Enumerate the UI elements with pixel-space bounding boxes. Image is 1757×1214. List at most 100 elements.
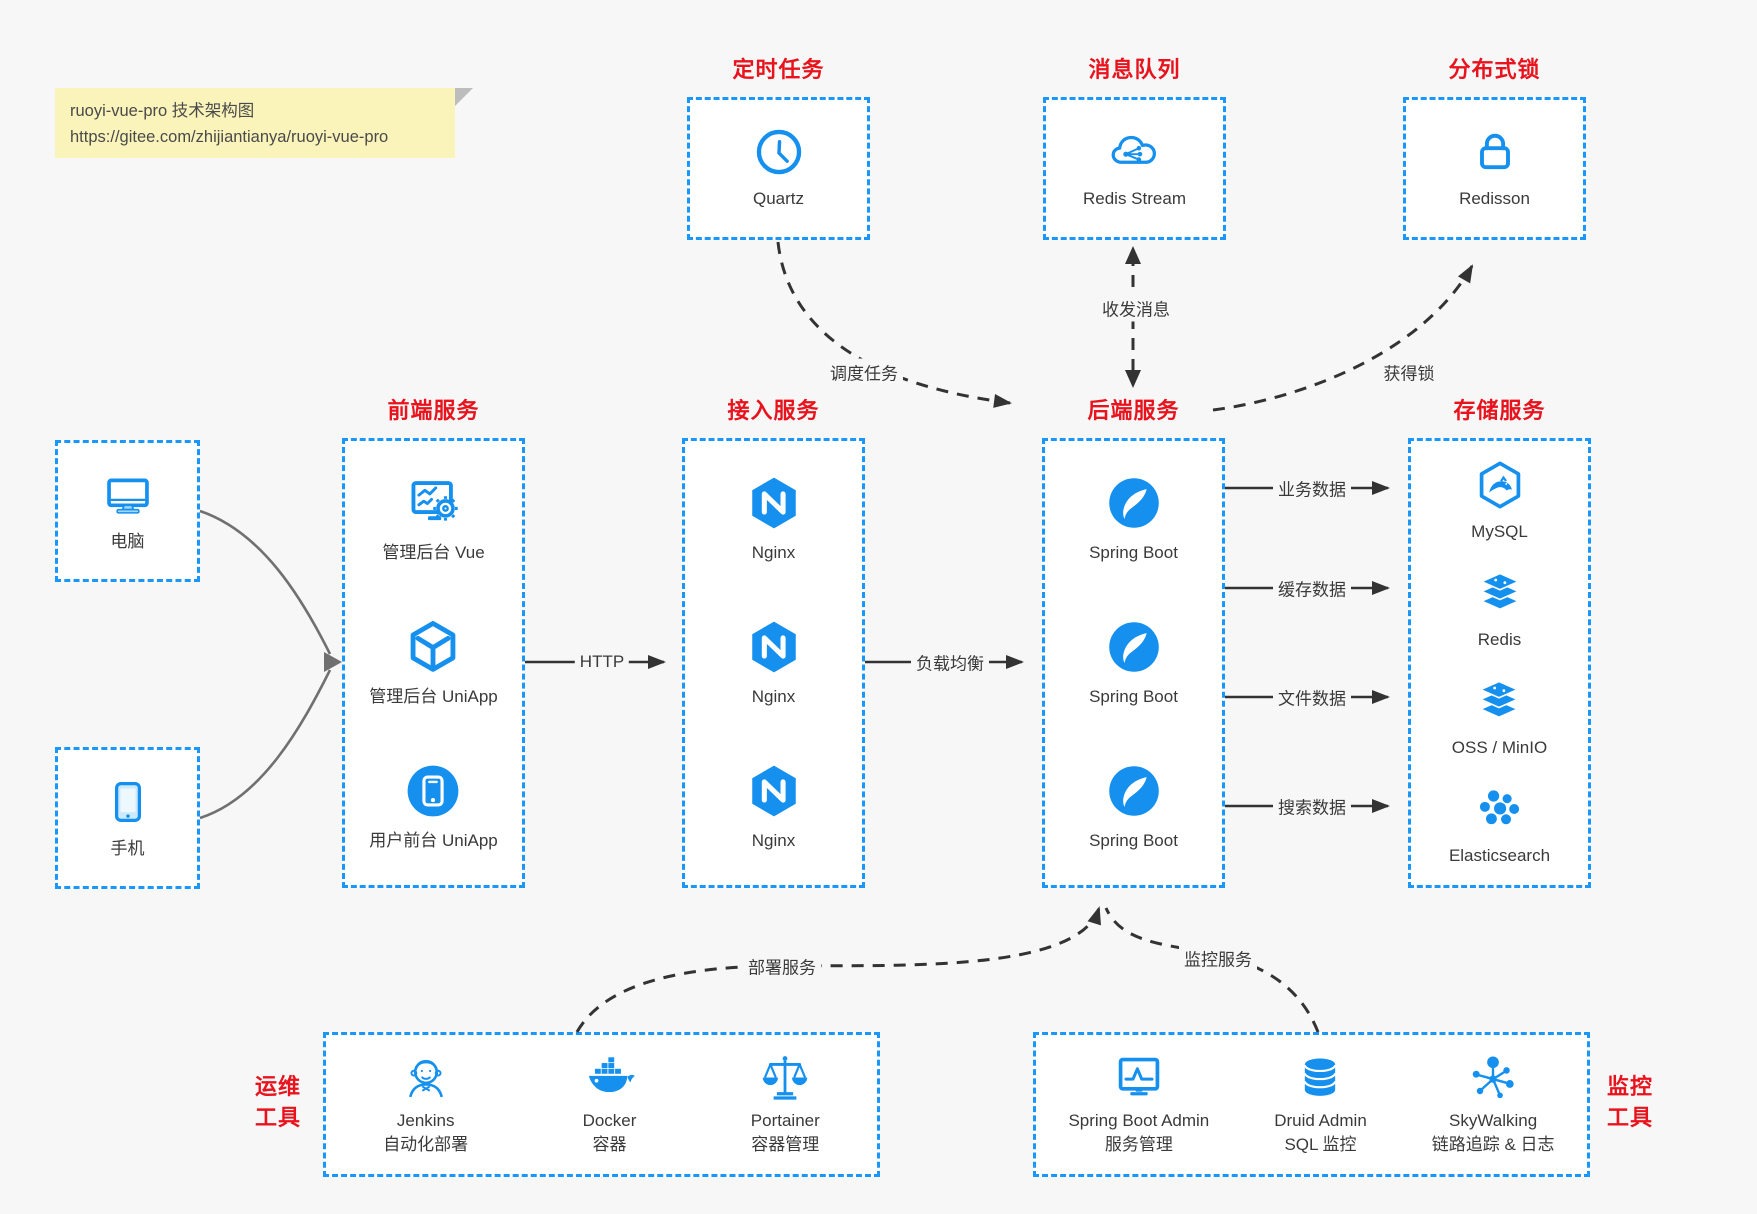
node-skywalking: SkyWalking 链路追踪 & 日志 <box>1432 1052 1555 1157</box>
node-admin-vue: 管理后台 Vue <box>382 474 485 565</box>
msg-arrowhead-down <box>1125 370 1141 388</box>
node-label: Elasticsearch <box>1448 845 1551 865</box>
node-label: Jenkins 自动化部署 <box>383 1109 468 1157</box>
redis-stack-icon <box>1474 567 1526 619</box>
node-label: 管理后台 Vue <box>382 542 485 562</box>
note-fold-icon <box>455 88 473 106</box>
node-label: 用户前台 UniApp <box>369 830 498 850</box>
scheduled-tasks-box: Quartz <box>687 97 870 240</box>
spring-boot-icon <box>1105 618 1163 676</box>
note-url: https://gitee.com/zhijiantianya/ruoyi-vu… <box>70 127 389 146</box>
distributed-lock-box: Redisson <box>1403 97 1586 240</box>
node-label: Quartz <box>752 189 805 209</box>
uniapp-cube-icon <box>404 618 462 676</box>
node-label: 手机 <box>110 838 145 858</box>
node-label-sub: SQL 监控 <box>1284 1135 1357 1154</box>
storage-services-title: 存储服务 <box>1453 398 1546 423</box>
node-admin-uniapp: 管理后台 UniApp <box>369 618 498 709</box>
scheduled-tasks-title: 定时任务 <box>732 57 825 82</box>
edge-label-deploy-service: 部署服务 <box>743 952 821 980</box>
edge-label-monitor-service: 监控服务 <box>1179 944 1257 972</box>
node-user-uniapp: 用户前台 UniApp <box>369 762 498 853</box>
ops-tools-title-line2: 工具 <box>254 1104 301 1130</box>
clock-icon <box>753 126 805 178</box>
node-label-main: Spring Boot Admin <box>1068 1111 1210 1131</box>
ops-tools-box: Jenkins 自动化部署 Docker 容器 Portainer 容器管理 <box>323 1032 880 1177</box>
spring-boot-icon <box>1105 762 1163 820</box>
edge-label-http: HTTP <box>574 651 630 673</box>
docker-icon <box>583 1052 636 1104</box>
user-app-icon <box>404 762 462 820</box>
node-nginx-2: Nginx <box>745 618 803 709</box>
node-mobile: 手机 <box>102 776 154 861</box>
ops-tools-title: 运维 工具 <box>248 1072 308 1134</box>
portainer-icon <box>759 1052 811 1104</box>
frontend-services-box: 管理后台 Vue 管理后台 UniApp 用户前台 UniApp <box>342 438 525 888</box>
node-oss-minio: OSS / MinIO <box>1452 675 1547 760</box>
node-spring-boot-1: Spring Boot <box>1089 474 1178 565</box>
node-label-main: Portainer <box>750 1111 820 1131</box>
node-label-main: SkyWalking <box>1449 1111 1538 1131</box>
node-nginx-1: Nginx <box>745 474 803 565</box>
node-label-sub: 链路追踪 & 日志 <box>1431 1135 1555 1154</box>
node-quartz: Quartz <box>753 126 805 211</box>
nginx-icon <box>745 474 803 532</box>
nginx-icon <box>745 762 803 820</box>
spring-boot-icon <box>1105 474 1163 532</box>
node-label: OSS / MinIO <box>1451 737 1548 757</box>
node-label: Spring Boot <box>1089 542 1178 562</box>
jenkins-icon <box>400 1052 452 1104</box>
edge-label-acquire-lock: 获得锁 <box>1378 358 1440 386</box>
node-label-sub: 自动化部署 <box>383 1135 469 1154</box>
node-label-sub: 容器 <box>592 1135 627 1154</box>
msg-arrowhead-up <box>1125 246 1141 264</box>
note-title: ruoyi-vue-pro 技术架构图 <box>70 102 255 120</box>
cloud-stream-icon <box>1108 126 1160 178</box>
node-spring-boot-2: Spring Boot <box>1089 618 1178 709</box>
edge-mobile-to-frontend <box>199 669 332 820</box>
ops-tools-title-line1: 运维 <box>254 1074 301 1099</box>
node-label: MySQL <box>1471 521 1528 541</box>
node-label-sub: 容器管理 <box>751 1135 820 1154</box>
edge-label-send-receive-msg: 收发消息 <box>1097 294 1175 322</box>
node-label: Spring Boot Admin 服务管理 <box>1068 1109 1209 1157</box>
frontend-services-title: 前端服务 <box>387 398 480 423</box>
node-redis: Redis <box>1474 567 1526 652</box>
node-label: SkyWalking 链路追踪 & 日志 <box>1432 1109 1555 1157</box>
gateway-services-box: Nginx Nginx Nginx <box>682 438 865 888</box>
lock-icon <box>1469 126 1521 178</box>
node-label: Nginx <box>751 830 796 850</box>
node-label: 电脑 <box>110 531 145 551</box>
node-label-main: Docker <box>582 1111 637 1131</box>
node-label: Portainer 容器管理 <box>751 1109 820 1157</box>
edge-label-file-data: 文件数据 <box>1273 683 1351 711</box>
node-jenkins: Jenkins 自动化部署 <box>383 1052 468 1157</box>
node-docker: Docker 容器 <box>582 1052 637 1157</box>
node-label: Redisson <box>1459 189 1530 209</box>
nginx-icon <box>745 618 803 676</box>
node-label: Nginx <box>751 686 796 706</box>
sticky-note: ruoyi-vue-pro 技术架构图 https://gitee.com/zh… <box>55 88 473 158</box>
mobile-client-box: 手机 <box>55 747 200 889</box>
edge-label-cache-data: 缓存数据 <box>1273 574 1351 602</box>
node-nginx-3: Nginx <box>745 762 803 853</box>
edge-label-load-balance: 负载均衡 <box>911 648 989 676</box>
node-portainer: Portainer 容器管理 <box>751 1052 820 1157</box>
node-elasticsearch: Elasticsearch <box>1449 783 1550 868</box>
monitoring-tools-box: Spring Boot Admin 服务管理 Druid Admin SQL 监… <box>1033 1032 1590 1177</box>
pc-client-box: 电脑 <box>55 440 200 582</box>
backend-services-title: 后端服务 <box>1087 398 1180 423</box>
monitoring-tools-title: 监控 工具 <box>1600 1072 1660 1134</box>
node-mysql: MySQL <box>1471 459 1528 544</box>
monitoring-tools-title-line1: 监控 <box>1606 1074 1653 1099</box>
admin-vue-icon <box>405 474 463 532</box>
edge-deploy-service <box>575 906 1101 1033</box>
druid-icon <box>1294 1052 1346 1104</box>
node-label: Druid Admin SQL 监控 <box>1274 1109 1367 1157</box>
monitoring-tools-title-line2: 工具 <box>1606 1104 1653 1130</box>
node-spring-boot-admin: Spring Boot Admin 服务管理 <box>1068 1052 1209 1157</box>
spring-boot-admin-icon <box>1113 1052 1165 1104</box>
node-redis-stream: Redis Stream <box>1083 126 1186 211</box>
node-spring-boot-3: Spring Boot <box>1089 762 1178 853</box>
edge-label-schedule-job: 调度任务 <box>825 358 903 386</box>
